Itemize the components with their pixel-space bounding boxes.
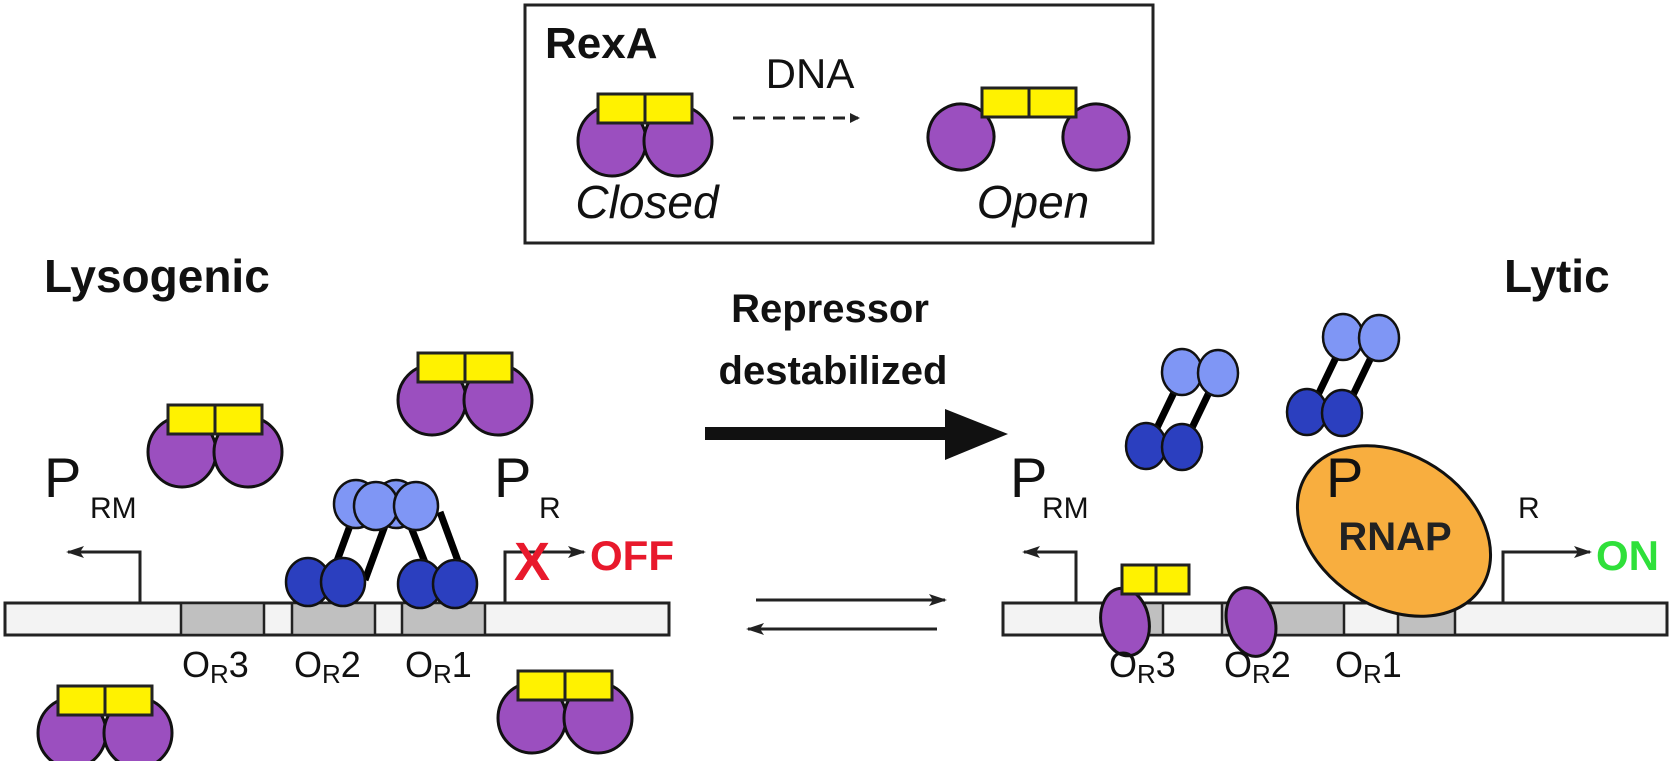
svg-text:OR3: OR3 [1109,644,1176,689]
closed-label: Closed [575,176,720,228]
open-label: Open [977,176,1090,228]
rexa-free-dimer-icon [396,351,534,437]
pr-arrow-icon [1501,546,1592,603]
svg-text:OR2: OR2 [294,644,361,689]
rexa-free-dimer-icon [496,669,634,755]
center-line1: Repressor [731,287,929,331]
svg-text:OR1: OR1 [1335,644,1402,689]
pr-subscript: R [1518,492,1540,525]
prm-arrow-icon [1022,546,1078,603]
pr-subscript: R [539,492,561,525]
operator-label-or2: OR2 [1224,644,1291,689]
pr-arrow-icon [503,546,586,603]
rexa-free-dimer-icon [36,684,174,761]
prm-subscript: RM [1042,492,1089,525]
lytic-title: Lytic [1504,250,1610,302]
blocked-x-mark: X [514,532,550,592]
rexa-open-bound-icon [1099,563,1278,658]
rexa-legend-box: RexA Closed DNA Open [523,3,1155,245]
transition-center: Repressor destabilized [705,287,1008,635]
status-off-label: OFF [590,532,674,579]
pr-label: P [1326,446,1363,509]
rnap-label: RNAP [1338,515,1451,559]
center-line2: destabilized [719,349,948,393]
operator-label-or3: OR3 [1109,644,1176,689]
big-right-arrow-icon [705,409,1008,460]
prm-arrow-icon [66,546,142,603]
svg-text:OR3: OR3 [182,644,249,689]
operator-label-or3: OR3 [182,644,249,689]
rnap-icon [1295,444,1493,618]
svg-text:OR2: OR2 [1224,644,1291,689]
prm-subscript: RM [90,492,137,525]
operator-or3-box [179,601,266,637]
legend-title: RexA [545,19,658,68]
prm-label: P [44,446,81,509]
dna-label: DNA [766,50,855,97]
repressor-free-dimer-icon [1285,312,1401,438]
lysogenic-panel: Lysogenic P RM P R X OFF [3,250,674,761]
lysogenic-title: Lysogenic [44,250,270,302]
repressor-free-dimer-icon [1124,347,1240,472]
rexa-free-dimer-icon [146,403,284,489]
rexa-open-icon [926,86,1131,172]
operator-or2-box [290,601,377,637]
prm-label: P [1010,446,1047,509]
status-on-label: ON [1596,532,1659,579]
operator-label-or2: OR2 [294,644,361,689]
pr-label: P [494,446,531,509]
svg-text:OR1: OR1 [405,644,472,689]
lytic-panel: Lytic [1001,250,1669,689]
repressor-tetramer-icon [284,478,479,610]
operator-label-or1: OR1 [405,644,472,689]
operator-label-or1: OR1 [1335,644,1402,689]
